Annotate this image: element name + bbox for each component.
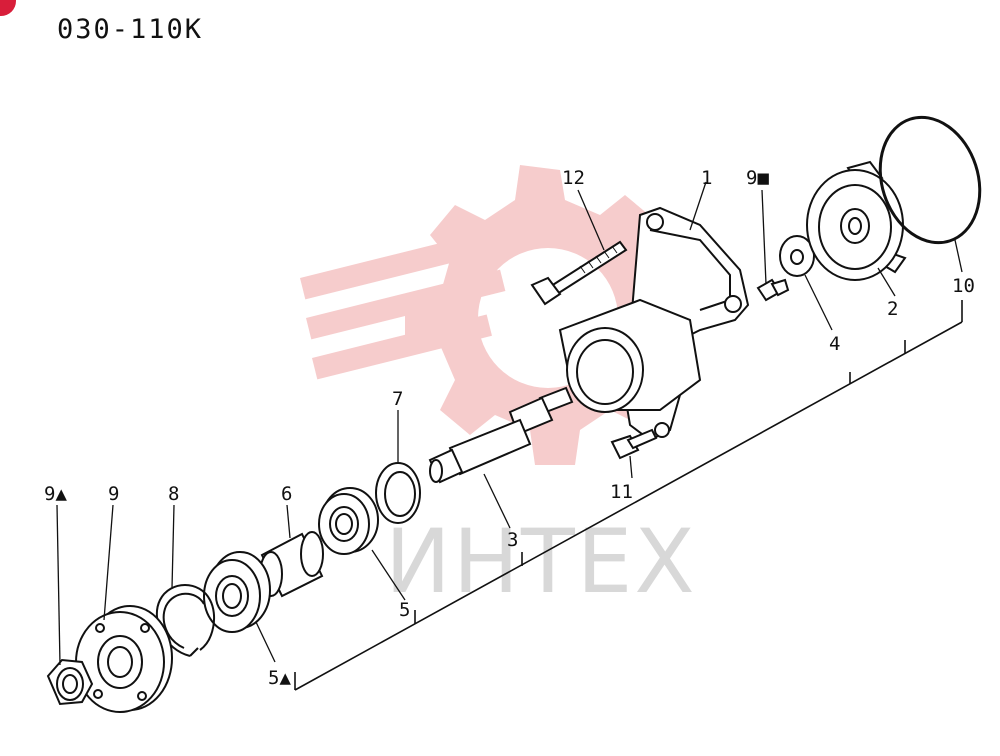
callout-10: 10 [952,275,975,297]
part-flange [75,605,173,713]
callout-4: 4 [829,333,840,355]
callout-2: 2 [887,298,898,320]
callout-12: 12 [562,167,585,189]
part-housing [558,206,750,442]
callout-5a: 5▲ [268,667,291,689]
part-bearing [318,487,379,555]
part-washer [779,235,815,277]
callout-9: 9 [108,483,119,505]
part-long-bolt [530,240,628,306]
part-nut [46,658,94,706]
part-spacer-sleeve [259,531,324,598]
callout-3: 3 [507,529,518,551]
callout-9b: 9■ [746,167,769,189]
part-cover-plate [806,160,907,281]
callout-5: 5 [399,599,410,621]
part-grease-nipple [756,278,790,302]
part-short-bolt [610,428,658,460]
callout-7: 7 [392,388,403,410]
leader-lines [56,181,963,666]
watermark-text: ИНТЕХ [385,510,697,613]
diagram-code: 030-110K [57,14,204,45]
callout-11: 11 [610,481,633,503]
callout-9a: 9▲ [44,483,67,505]
part-bearing-alt [203,551,271,633]
callout-1: 1 [701,167,712,189]
part-seal-ring [375,462,421,524]
part-o-ring [878,115,982,245]
assembly-bracket [294,300,963,691]
part-shaft [428,386,574,484]
callout-6: 6 [281,483,292,505]
callout-8: 8 [168,483,179,505]
